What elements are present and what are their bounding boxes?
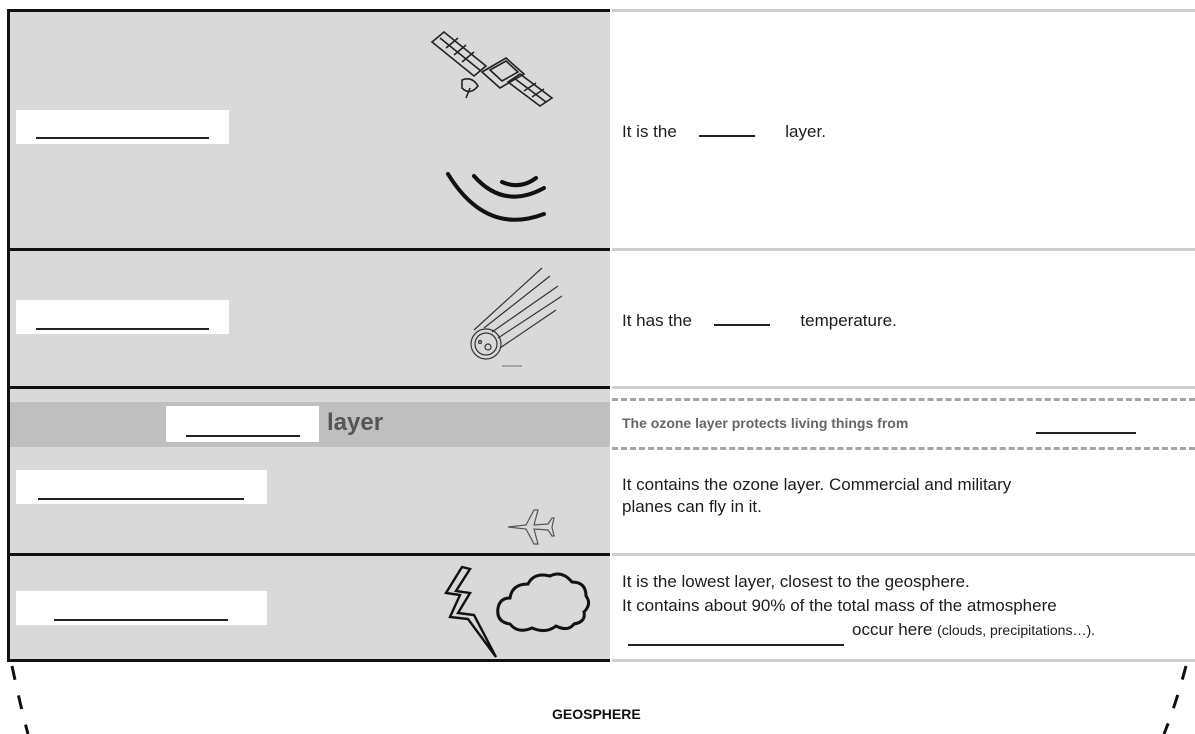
divider-1 [8,248,610,251]
answer-box-thermosphere[interactable] [16,110,229,144]
troposphere-blank[interactable] [628,644,844,646]
ozone-note-text: The ozone layer protects living things f… [622,415,909,431]
left-border [7,9,10,662]
meteor-icon [470,267,563,367]
answer-line [186,435,300,437]
right-divider-bottom [612,659,1195,662]
answer-line [36,328,209,330]
ozone-dash-top [612,398,1195,401]
answer-line [36,137,209,139]
airplane-icon [507,509,555,545]
stratosphere-statement-line-1: It contains the ozone layer. Commercial … [622,475,1012,494]
mesosphere-statement: It has the temperature. [622,310,897,332]
stratosphere-statement-line-2: planes can fly in it. [622,497,762,516]
lightning-icon [444,565,498,658]
right-divider-top [612,9,1195,12]
divider-top [8,9,610,12]
statement-text: It is the [622,122,677,141]
divider-bottom [8,659,610,662]
geosphere-right-curve [1162,665,1188,734]
answer-line [54,619,228,621]
statement-text: It has the [622,311,692,330]
answer-box-mesosphere[interactable] [16,300,229,334]
statement-text: layer. [785,122,826,141]
statement-text: temperature. [800,311,897,330]
ozone-note-blank[interactable] [1036,432,1136,434]
thermosphere-statement: It is the layer. [622,121,826,143]
cloud-icon [496,572,591,633]
blank-line[interactable] [713,310,770,326]
satellite-icon [430,30,554,107]
right-divider-3 [612,553,1195,556]
statement-small-text: (clouds, precipitations…). [937,622,1096,638]
ozone-dash-bottom [612,447,1195,450]
answer-line [38,498,244,500]
statement-text: occur here [852,620,933,639]
answer-box-stratosphere[interactable] [16,470,267,504]
blank-line[interactable] [698,121,755,137]
geosphere-label: GEOSPHERE [552,706,641,722]
ozone-layer-label: layer [327,409,384,436]
divider-2 [8,386,610,389]
right-divider-1 [612,248,1195,251]
answer-box-troposphere[interactable] [16,591,267,625]
right-divider-2 [612,386,1195,389]
radio-waves-icon [446,172,546,222]
answer-box-ozone[interactable] [166,406,319,442]
geosphere-left-curve [10,665,30,734]
troposphere-statement-line-2: It contains about 90% of the total mass … [622,596,1057,615]
divider-3 [8,553,610,556]
troposphere-statement-line-3: occur here (clouds, precipitations…). [852,619,1095,641]
troposphere-statement-line-1: It is the lowest layer, closest to the g… [622,572,970,591]
ozone-note: The ozone layer protects living things f… [622,413,908,433]
